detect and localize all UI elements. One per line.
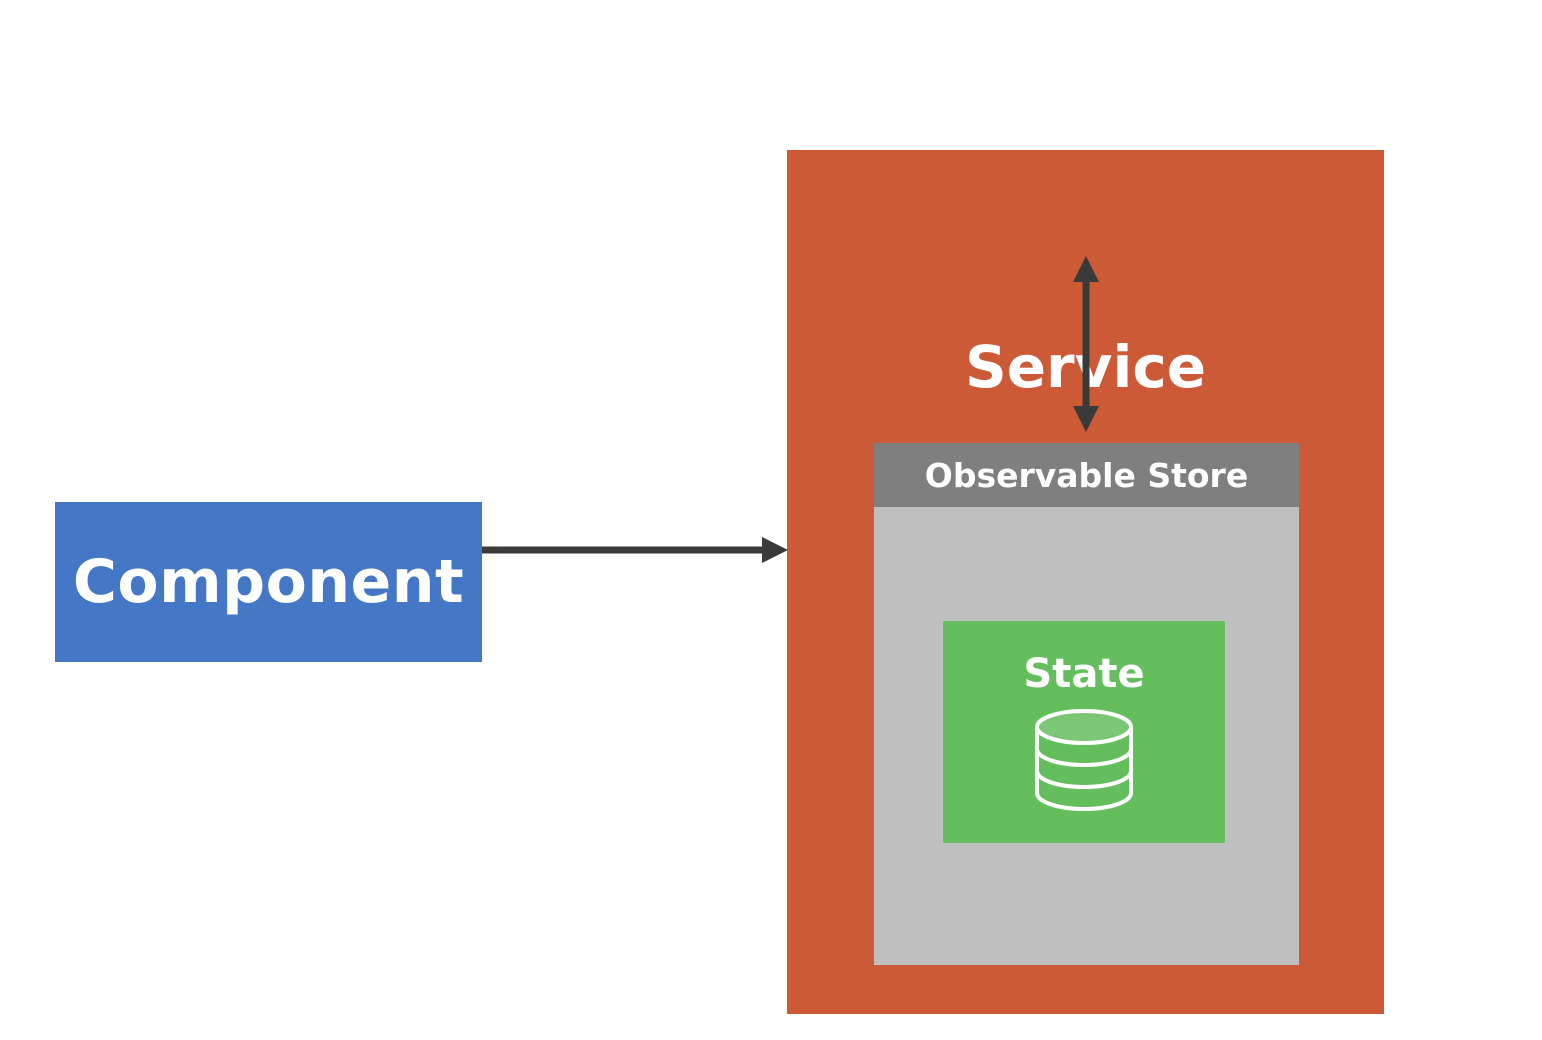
component-label: Component [72,547,465,617]
database-icon [1035,709,1133,811]
state-node: State [943,621,1225,843]
component-node: Component [55,502,482,662]
observable-store-header: Observable Store [874,443,1299,507]
service-label: Service [964,333,1207,401]
state-label: State [1023,651,1145,697]
component-to-service-arrow [482,537,788,563]
observable-store-label: Observable Store [924,455,1249,495]
